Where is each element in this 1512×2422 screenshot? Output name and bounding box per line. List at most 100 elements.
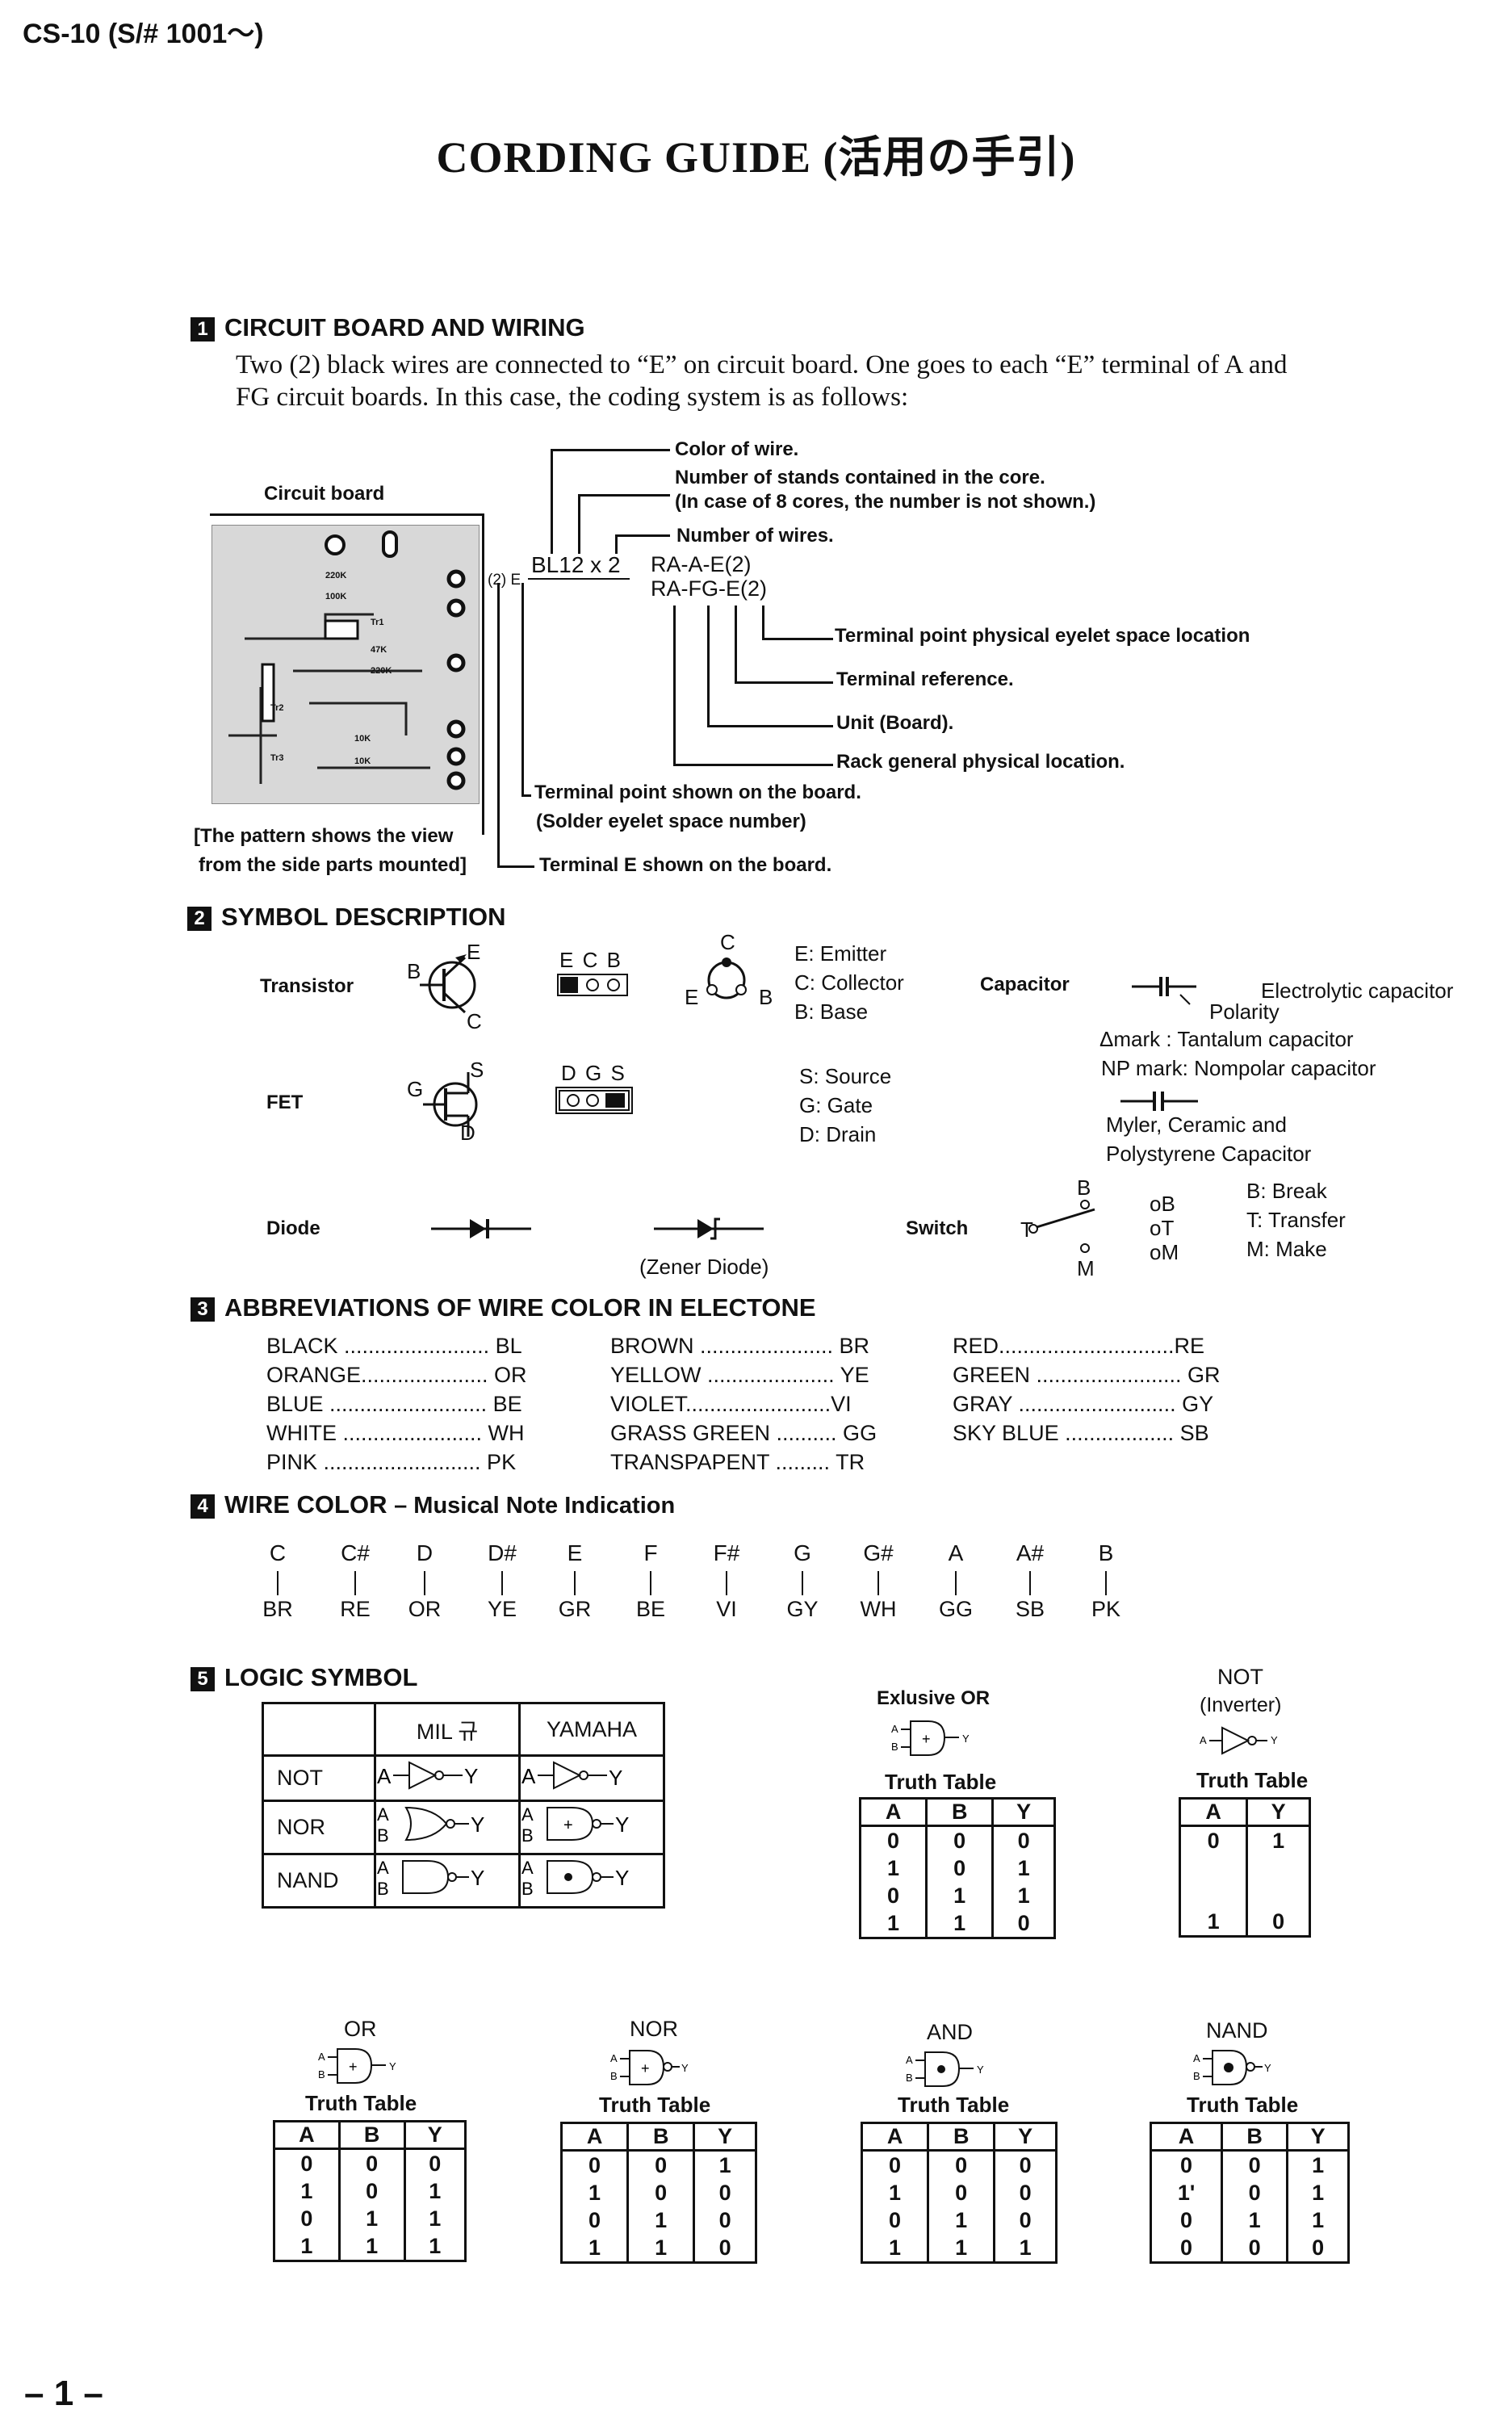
section-title: CIRCUIT BOARD AND WIRING: [224, 313, 585, 342]
svg-text:+: +: [641, 2060, 650, 2076]
truth-table-header: Y: [694, 2123, 756, 2151]
transistor-desc-emitter: E: Emitter: [794, 941, 886, 966]
truth-table-cell: 0: [562, 2206, 628, 2234]
abbr-column-2: BROWN ...................... BR YELLOW .…: [610, 1334, 877, 1479]
fet-desc-source: S: Source: [799, 1064, 891, 1089]
transistor-desc-collector: C: Collector: [794, 970, 904, 995]
truth-table-cell: 0: [562, 2151, 628, 2180]
truth-table-cell: 1: [927, 1909, 993, 1938]
truth-table-header: B: [928, 2123, 995, 2151]
abbr-item: RED.............................RE: [953, 1334, 1221, 1363]
and-title: AND: [927, 2020, 973, 2045]
diode-label: Diode: [266, 1217, 320, 1240]
svg-text:A: A: [318, 2051, 325, 2063]
truth-table-cell: 0: [928, 2151, 995, 2180]
switch-m-label: M: [1077, 1256, 1095, 1281]
yamaha-nand-symbol: AB Y: [520, 1854, 664, 1908]
note-connector: [650, 1571, 651, 1595]
mil-not-symbol: A Y: [375, 1756, 520, 1801]
fet-desc-gate: G: Gate: [799, 1093, 873, 1118]
note-color-pair: G#WH: [854, 1540, 903, 1622]
truth-table-cell: 1: [1222, 2206, 1288, 2234]
svg-text:+: +: [922, 1731, 931, 1747]
annotation-stands-note: (In case of 8 cores, the number is not s…: [675, 491, 1095, 513]
truth-table-cell: 1: [339, 2205, 404, 2232]
abbr-item: TRANSPAPENT ......... TR: [610, 1450, 877, 1479]
page-number: – 1 –: [24, 2374, 103, 2414]
wire-color-code: GR: [551, 1597, 599, 1622]
truth-table-header: Y: [993, 1799, 1055, 1826]
annotation-terminal-e: Terminal E shown on the board.: [539, 854, 831, 877]
transistor-package-icon: [557, 974, 630, 996]
abbr-item: VIOLET........................VI: [610, 1392, 877, 1421]
nor-truth-table: ABY001100010110: [560, 2122, 757, 2264]
not-gate-icon: A Y: [377, 1758, 498, 1793]
section-number: 4: [191, 1494, 215, 1519]
annotation-unit-board: Unit (Board).: [836, 712, 953, 735]
truth-table-cell: 0: [995, 2206, 1057, 2234]
truth-table-cell: 0: [339, 2177, 404, 2205]
abbr-item: WHITE ....................... WH: [266, 1421, 527, 1450]
model-header: CS-10 (S/# 1001～): [23, 11, 264, 51]
note-color-pair: FBE: [626, 1540, 675, 1622]
and-gate-icon: AB Y: [906, 2051, 1011, 2091]
annotation-stands: Number of stands contained in the core.: [675, 467, 1045, 489]
svg-text:A: A: [1200, 1734, 1207, 1746]
transistor-label: Tr2: [270, 703, 284, 713]
abbr-item: GREEN ........................ GR: [953, 1363, 1221, 1392]
svg-text:A: A: [521, 1764, 536, 1788]
fet-pin-d: D: [460, 1121, 475, 1146]
section-5-heading: 5LOGIC SYMBOL: [191, 1663, 417, 1692]
truth-table-header: B: [927, 1799, 993, 1826]
nand-gate-icon: AB Y: [1193, 2049, 1298, 2089]
truth-table-cell: 1': [1151, 2179, 1222, 2206]
truth-table-header: Y: [995, 2123, 1057, 2151]
page-title: CORDING GUIDE (活用の手引): [0, 121, 1512, 185]
section-title: SYMBOL DESCRIPTION: [221, 903, 506, 931]
section-title: ABBREVIATIONS OF WIRE COLOR IN ELECTONE: [224, 1293, 816, 1322]
yamaha-nor-symbol: AB + Y: [520, 1801, 664, 1854]
section-number: 2: [187, 907, 212, 931]
abbr-item: BLUE .......................... BE: [266, 1392, 527, 1421]
nonpolar-capacitor-text: NP mark: Nompolar capacitor: [1101, 1056, 1376, 1081]
truth-table-cell: 0: [927, 1854, 993, 1882]
xor-truth-table: ABY000101011110: [859, 1797, 1056, 1939]
svg-text:B: B: [906, 2072, 913, 2084]
truth-table-spacer: [1247, 1854, 1310, 1908]
truth-table-cell: 0: [993, 1909, 1055, 1938]
truth-table-cell: 1: [1180, 1908, 1247, 1937]
note-connector: [955, 1571, 957, 1595]
note-connector: [354, 1571, 356, 1595]
truth-table-cell: 0: [1288, 2234, 1349, 2263]
svg-text:A: A: [521, 1804, 534, 1825]
truth-table-cell: 0: [995, 2151, 1057, 2180]
truth-table-cell: 0: [995, 2179, 1057, 2206]
svg-text:+: +: [349, 2059, 358, 2075]
truth-table-cell: 1: [861, 1854, 927, 1882]
myler-capacitor-text-2: Polystyrene Capacitor: [1106, 1142, 1311, 1167]
nor-gate-icon: AB + Y: [610, 2049, 715, 2089]
wire-color-code: SB: [1006, 1597, 1054, 1622]
resistor-label: 10K: [354, 756, 371, 766]
annotation-terminal-point: Terminal point shown on the board.: [534, 781, 861, 804]
svg-text:B: B: [377, 1825, 389, 1846]
switch-b-label: B: [1077, 1175, 1091, 1201]
zener-diode-icon: [654, 1217, 764, 1240]
svg-text:Y: Y: [1264, 2062, 1271, 2074]
truth-table-header: A: [861, 1799, 927, 1826]
note-connector: [726, 1571, 727, 1595]
note-color-pair: A#SB: [1006, 1540, 1054, 1622]
note-name: C: [253, 1540, 302, 1569]
truth-table-cell: 0: [862, 2151, 928, 2180]
transistor-label: Transistor: [260, 975, 354, 998]
truth-table-cell: 1: [628, 2206, 694, 2234]
truth-table-cell: 0: [1151, 2151, 1222, 2180]
abbr-column-1: BLACK ........................ BL ORANGE…: [266, 1334, 527, 1479]
transistor-label: Tr1: [371, 618, 384, 627]
note-name: G#: [854, 1540, 903, 1569]
truth-table-cell: 1: [1247, 1826, 1310, 1855]
or-title: OR: [344, 2017, 377, 2042]
note-name: G: [778, 1540, 827, 1569]
